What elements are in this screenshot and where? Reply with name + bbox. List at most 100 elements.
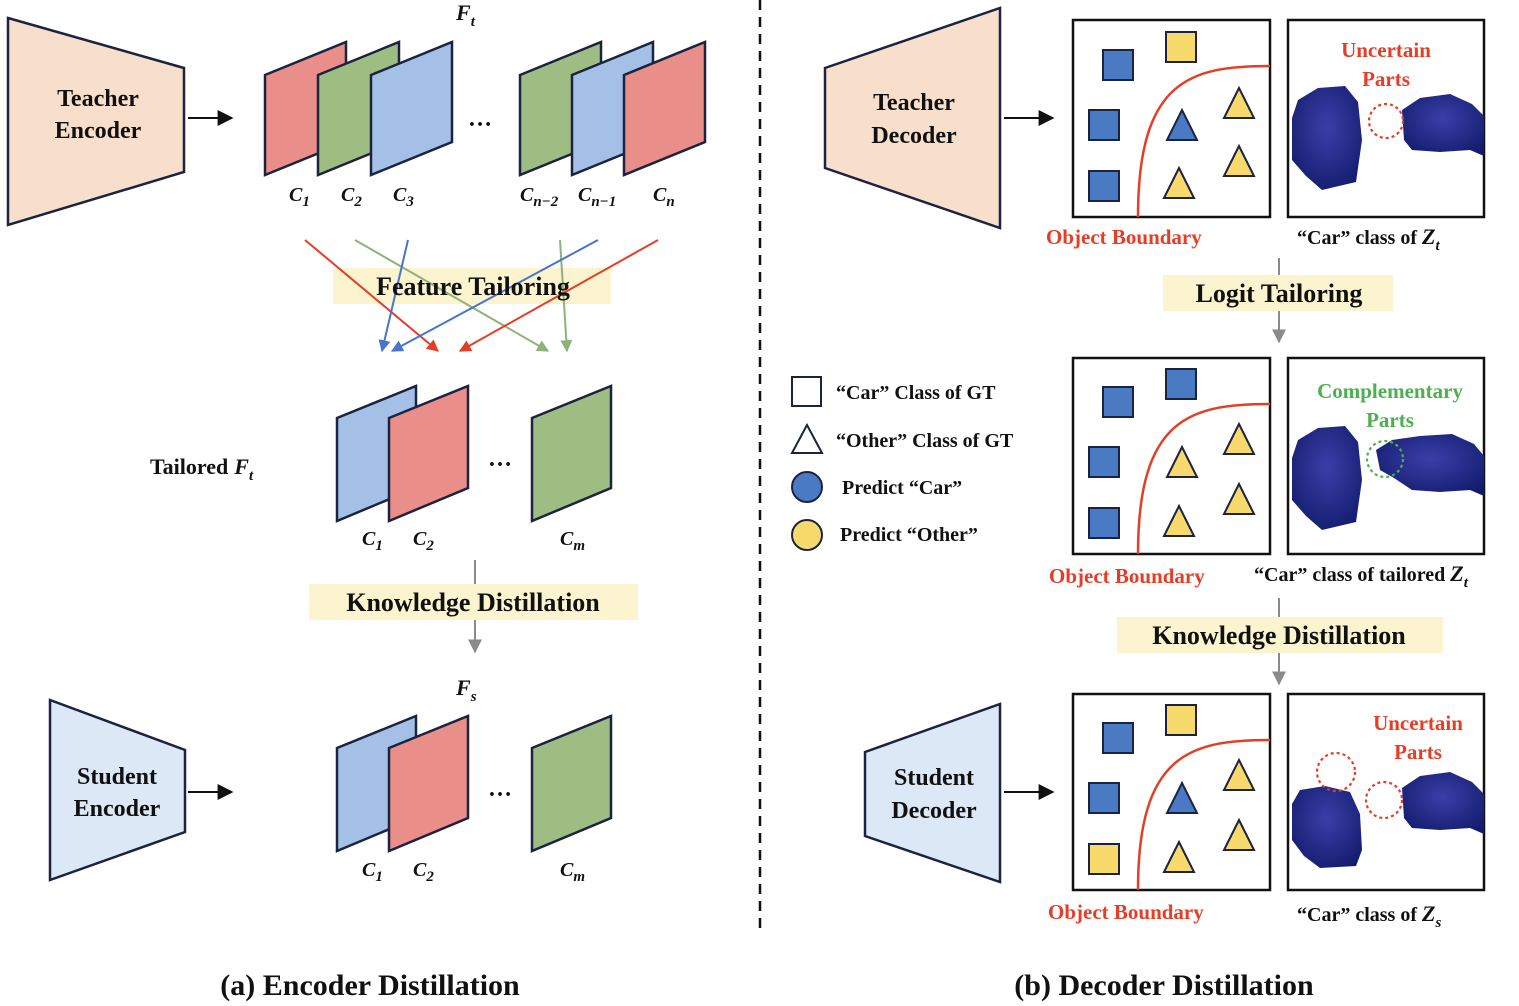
teacher-decoder-block [823,6,1002,230]
c-bottom-2: C2 [413,859,434,885]
c-top-2: C2 [341,184,362,210]
channel-mid-labels: C1 C2 Cm [362,528,585,554]
student-encoder-block [48,698,187,882]
logit-tailoring-label: Logit Tailoring [1196,279,1363,308]
teacher-decoder-label-2: Decoder [871,123,957,149]
zt-caption: “Car” class of Zt [1297,224,1440,254]
gt-other-pred-other [1222,85,1256,119]
teacher-decoder-label-1: Teacher [873,90,955,116]
c-mid-2: C2 [413,528,434,554]
legend-car-gt: “Car” Class of GT [836,382,996,404]
object-boundary-curve [1136,402,1271,555]
gt-other-pred-car [1165,107,1199,141]
c-bottom-m: Cm [560,859,585,885]
legend-square-icon [791,376,822,407]
logit-tailoring-highlight [1163,275,1393,311]
uncertain-label-1b: Parts [1362,67,1410,91]
gt-car-pred-car [1088,782,1120,814]
gt-car-pred-car [1102,722,1134,754]
car-blob-right [1376,434,1484,496]
c-mid-1: C1 [362,528,383,554]
gt-car-pred-car [1088,109,1120,141]
car-blob-right [1402,772,1484,834]
car-blob-left [1292,426,1362,530]
uncertain-circle [1364,780,1404,820]
channel-bottom-m [530,714,613,853]
gt-other-pred-other [1222,817,1256,851]
channel-top-n [622,40,707,177]
c-top-3: C3 [393,184,414,210]
channel-top-3 [369,40,454,177]
car-blob-left [1292,86,1362,190]
c-mid-m: Cm [560,528,585,554]
channel-bottom-2 [387,714,470,853]
kd-highlight-decoder [1117,617,1443,653]
ft-label: Ft [455,0,476,30]
ellipsis-top: … [468,106,492,132]
uncertain-label-2b: Parts [1394,740,1442,764]
gt-car-pred-car [1165,368,1197,400]
c-bottom-1: C1 [362,859,383,885]
student-encoder-label-1: Student [77,764,157,790]
decoder-caption: (b) Decoder Distillation [1014,969,1314,1002]
gt-other-pred-other [1165,444,1199,478]
gt-other-pred-other [1162,503,1196,537]
legend-triangle-icon [790,422,824,454]
legend: “Car” Class of GT “Other” Class of GT Pr… [790,376,1014,551]
feature-tailoring-label: Feature Tailoring [376,272,570,301]
car-blob-left [1292,786,1362,868]
fs-label: Fs [455,675,477,705]
student-car-map-box [1286,692,1486,892]
gt-car-pred-other [1088,843,1120,875]
tailored-car-map-box [1286,356,1486,556]
tailoring-arrows [304,239,659,353]
teacher-prediction-box [1071,18,1272,219]
c-top-n-2: Cn−2 [520,184,559,210]
ellipsis-bottom: … [488,776,512,802]
object-boundary-label-3: Object Boundary [1048,900,1204,924]
channel-mid-2 [387,384,470,523]
complementary-label-b: Parts [1366,408,1414,432]
ellipsis-mid: … [488,446,512,472]
c-top-n-1: Cn−1 [578,184,616,210]
kd-label-encoder: Knowledge Distillation [346,588,600,617]
gt-other-pred-other [1162,839,1196,873]
gt-other-pred-other [1222,421,1256,455]
object-boundary-label-2: Object Boundary [1049,564,1205,588]
gt-car-pred-car [1102,49,1134,81]
uncertain-circle [1315,751,1357,793]
encoder-panel: Teacher Encoder Ft … C1 C2 C3 Cn−2 Cn−1 … [6,0,707,1002]
object-boundary-curve [1136,738,1271,891]
teacher-car-map-box [1286,18,1486,219]
student-encoder-label-2: Encoder [74,796,161,822]
feature-tailoring-highlight [333,268,611,304]
gt-car-pred-car [1102,386,1134,418]
tailored-prediction-box [1071,356,1272,556]
gt-car-pred-car [1088,507,1120,539]
car-blob-right [1402,94,1484,156]
uncertain-label-2a: Uncertain [1373,711,1463,735]
c-top-n: Cn [653,184,675,210]
c-top-1: C1 [289,184,310,210]
uncertain-label-1a: Uncertain [1341,38,1431,62]
gt-other-pred-other [1222,143,1256,177]
gt-car-pred-other [1165,704,1197,736]
gt-other-pred-other [1222,481,1256,515]
gt-other-pred-car [1165,780,1199,814]
legend-predict-other: Predict “Other” [840,524,978,546]
complementary-circle [1365,439,1405,479]
object-boundary-label-1: Object Boundary [1046,225,1202,249]
student-decoder-label-1: Student [894,765,974,791]
tailored-zt-caption: “Car” class of tailored Zt [1254,561,1469,591]
gt-other-pred-other [1222,757,1256,791]
student-decoder-block [863,702,1002,884]
gt-car-pred-car [1088,446,1120,478]
encoder-caption: (a) Encoder Distillation [220,969,520,1002]
kd-highlight-encoder [309,584,638,620]
legend-other-dot-icon [791,519,823,551]
zs-caption: “Car” class of Zs [1297,901,1441,931]
uncertain-circle [1367,102,1405,140]
